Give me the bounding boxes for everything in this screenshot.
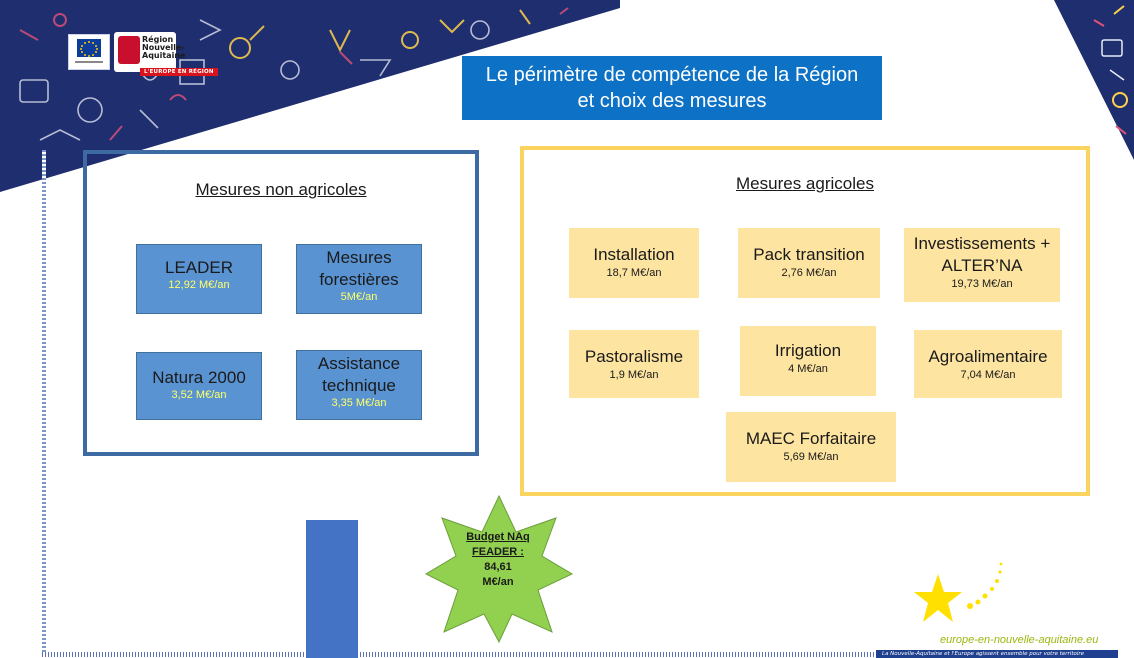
budget-bar (306, 520, 358, 658)
measure-value: 7,04 M€/an (960, 369, 1016, 381)
budget-line-2: FEADER : (472, 546, 524, 558)
panel-mesures-non-agricoles: Mesures non agricoles LEADER 12,92 M€/an… (83, 150, 479, 456)
measure-box-natura2000: Natura 2000 3,52 M€/an (136, 352, 262, 420)
decorative-banner-topright (1054, 0, 1134, 160)
measure-box-forestieres: Mesures forestières 5M€/an (296, 244, 422, 314)
europe-en-region-tag: L'EUROPE EN RÉGION (140, 68, 218, 76)
decorative-left-border (42, 150, 46, 655)
budget-amount: 84,61 (484, 561, 512, 573)
measure-name: Agroalimentaire (928, 347, 1048, 366)
panel-heading: Mesures non agricoles (195, 180, 367, 199)
measure-value: 3,35 M€/an (331, 397, 387, 409)
measure-name: MAEC Forfaitaire (745, 429, 877, 448)
measure-name: Irrigation (774, 341, 842, 360)
panel-mesures-agricoles: Mesures agricoles Installation 18,7 M€/a… (520, 146, 1090, 496)
measure-box-irrigation: Irrigation 4 M€/an (740, 326, 876, 396)
page-title: Le périmètre de compétence de la Région … (462, 56, 882, 120)
decorative-bottom-border (42, 652, 878, 657)
budget-unit: M€/an (482, 576, 514, 588)
measure-name: Assistance technique (317, 354, 401, 395)
measure-box-assistance: Assistance technique 3,35 M€/an (296, 350, 422, 420)
measure-box-pack-transition: Pack transition 2,76 M€/an (738, 228, 880, 298)
measure-value: 3,52 M€/an (171, 389, 227, 401)
budget-star-shape (424, 494, 574, 644)
measure-name: Investissements + ALTER’NA (913, 234, 1051, 275)
measure-name: Mesures forestières (319, 248, 399, 289)
measure-value: 1,9 M€/an (609, 369, 659, 381)
measure-value: 18,7 M€/an (606, 267, 662, 279)
budget-label: Budget NAq FEADER : 84,61 M€/an (448, 530, 548, 590)
nouvelle-aquitaine-logo: Région Nouvelle-Aquitaine (114, 32, 186, 72)
panel-heading: Mesures agricoles (736, 174, 874, 193)
measure-value: 2,76 M€/an (781, 267, 837, 279)
measure-name: Natura 2000 (152, 368, 246, 387)
europe-stars-icon (914, 562, 1003, 622)
eu-flag-logo (68, 34, 110, 70)
measure-box-agroalimentaire: Agroalimentaire 7,04 M€/an (914, 330, 1062, 398)
measure-value: 4 M€/an (788, 363, 828, 375)
measure-value: 5M€/an (340, 291, 378, 303)
measure-name: Pack transition (753, 245, 865, 264)
measure-box-investissements: Investissements + ALTER’NA 19,73 M€/an (904, 228, 1060, 302)
measure-name: Installation (593, 245, 675, 264)
region-logo-text: Région Nouvelle-Aquitaine (142, 35, 186, 60)
measure-value: 19,73 M€/an (951, 278, 1013, 290)
budget-line-1: Budget NAq (466, 531, 530, 543)
measure-box-pastoralisme: Pastoralisme 1,9 M€/an (569, 330, 699, 398)
measure-name: Pastoralisme (584, 347, 684, 366)
region-emblem-icon (118, 36, 140, 64)
measure-box-installation: Installation 18,7 M€/an (569, 228, 699, 298)
measure-value: 12,92 M€/an (168, 279, 230, 291)
measure-box-leader: LEADER 12,92 M€/an (136, 244, 262, 314)
measure-name: LEADER (164, 258, 234, 277)
footer-tagline: La Nouvelle-Aquitaine et l'Europe agisse… (876, 650, 1118, 658)
footer-website-link[interactable]: europe-en-nouvelle-aquitaine.eu (940, 634, 1099, 646)
measure-box-maec: MAEC Forfaitaire 5,69 M€/an (726, 412, 896, 482)
measure-value: 5,69 M€/an (783, 451, 839, 463)
